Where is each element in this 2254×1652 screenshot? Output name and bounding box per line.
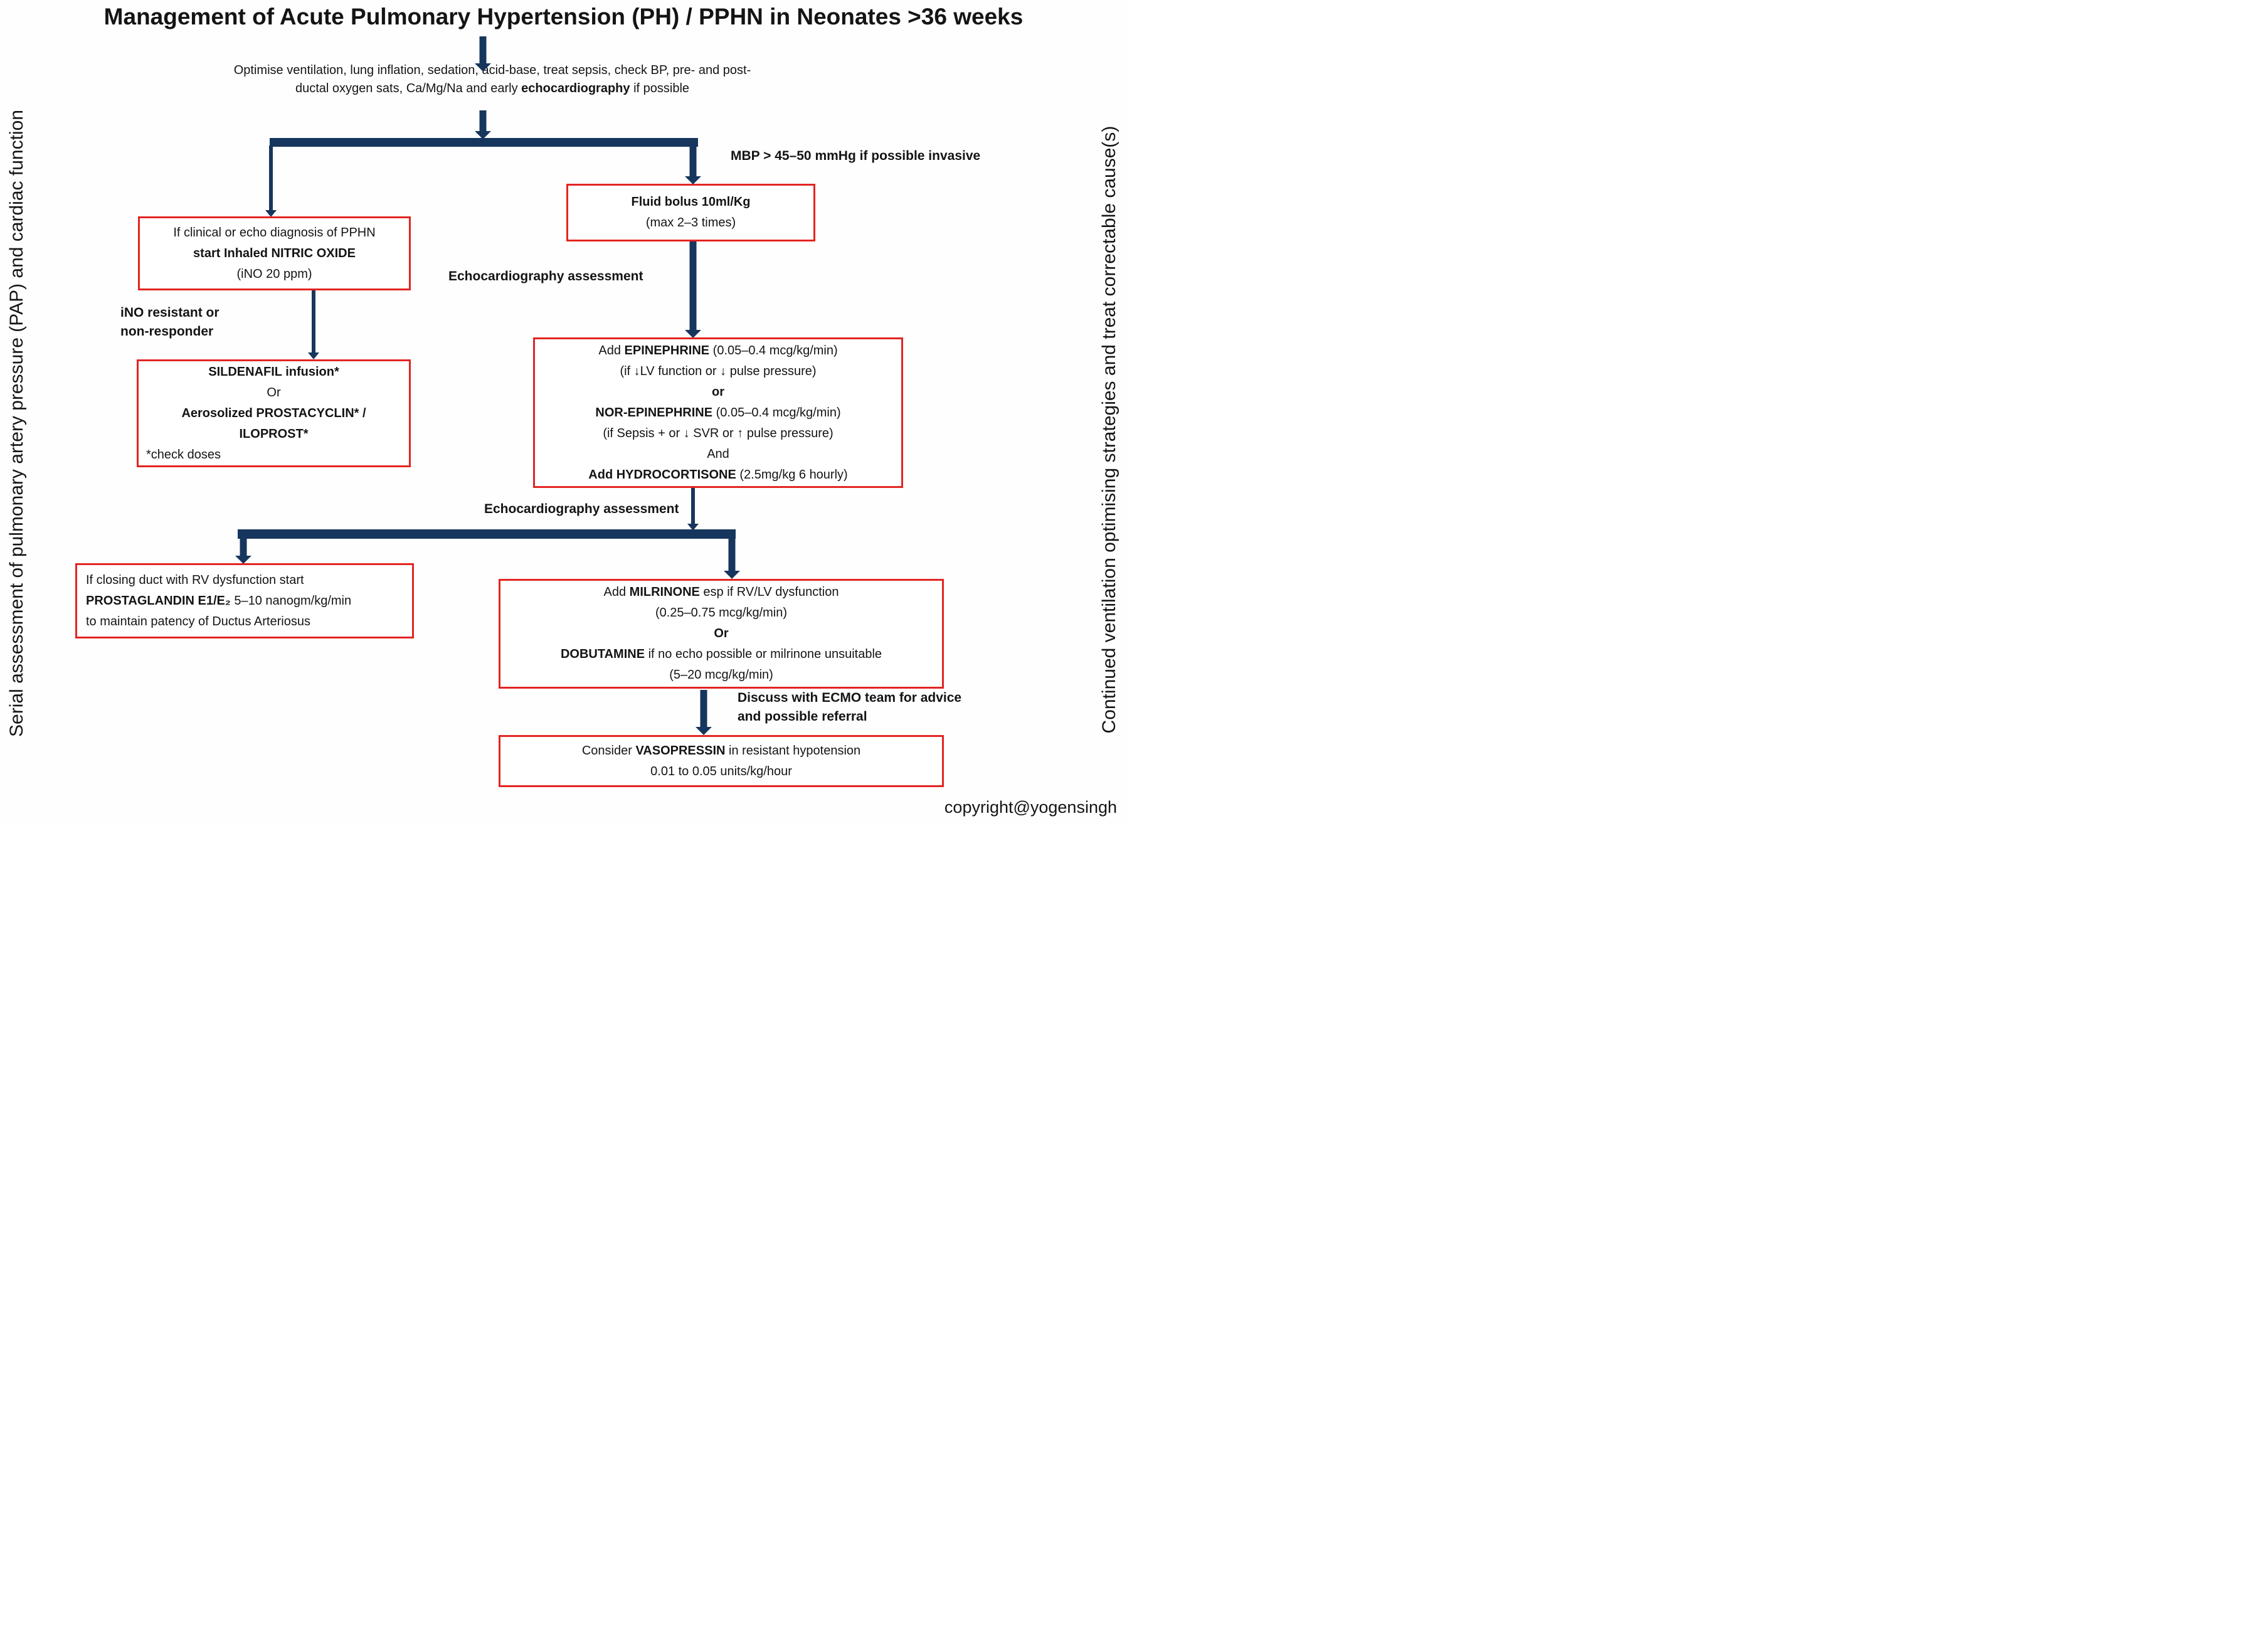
arrow-fluid-bolus-to-epinephrine-box <box>685 241 701 338</box>
ino-resistant-line-2: non-responder <box>120 324 214 339</box>
text-line: Add HYDROCORTISONE (2.5mg/kg 6 hourly) <box>588 467 848 482</box>
text-line: (max 2–3 times) <box>645 216 736 230</box>
ecmo-line-2: and possible referral <box>738 709 867 724</box>
text-line: Fluid bolus 10ml/Kg <box>631 195 751 209</box>
page-title: Management of Acute Pulmonary Hypertensi… <box>103 4 1024 29</box>
text-line: NOR-EPINEPHRINE (0.05–0.4 mcg/kg/min) <box>595 405 841 420</box>
text-line: to maintain patency of Ductus Arteriosus <box>86 614 310 628</box>
echo-assessment-label-1: Echocardiography assessment <box>448 269 643 283</box>
prostaglandin-box: If closing duct with RV dysfunction star… <box>75 563 414 638</box>
milrinone-dobutamine-box: Add MILRINONE esp if RV/LV dysfunction (0… <box>499 579 944 689</box>
text-line: 0.01 to 0.05 units/kg/hour <box>650 764 792 778</box>
arrow-branch-to-fluid-bolus-box <box>685 146 701 184</box>
text-line: (if Sepsis + or ↓ SVR or ↑ pulse pressur… <box>603 426 833 440</box>
ecmo-line-1: Discuss with ECMO team for advice <box>738 691 962 705</box>
arrow-branch-to-prostaglandin-box <box>235 537 251 564</box>
text-line: (iNO 20 ppm) <box>236 267 312 281</box>
text-line: Or <box>714 627 729 640</box>
text-line: If clinical or echo diagnosis of PPHN <box>173 225 376 240</box>
text-line: Consider VASOPRESSIN in resistant hypote… <box>581 743 861 758</box>
arrow-note-to-branch-bar <box>475 110 491 139</box>
text-line: PROSTAGLANDIN E1/E₂ 5–10 nanogm/kg/min <box>86 593 352 608</box>
text-line: Or <box>267 385 281 400</box>
ino-resistant-label: iNO resistant or non-responder <box>120 304 220 341</box>
text-line: start Inhaled NITRIC OXIDE <box>193 246 356 260</box>
text-line: or <box>712 384 724 399</box>
text-line: ILOPROST* <box>239 426 309 441</box>
copyright-label: copyright@yogensingh <box>944 798 1117 817</box>
text-line: DOBUTAMINE if no echo possible or milrin… <box>560 647 882 661</box>
branch-bar-2 <box>238 529 736 539</box>
arrow-branch-to-milrinone-box <box>724 537 740 579</box>
echo-assessment-label-2: Echocardiography assessment <box>484 502 679 516</box>
mbp-target-label: MBP > 45–50 mmHg if possible invasive <box>731 149 981 163</box>
text-line: Add EPINEPHRINE (0.05–0.4 mcg/kg/min) <box>598 343 838 357</box>
right-side-label: Continued ventilation optimising strateg… <box>1099 125 1119 734</box>
text-line: (if ↓LV function or ↓ pulse pressure) <box>620 364 817 378</box>
ecmo-referral-label: Discuss with ECMO team for advice and po… <box>738 689 961 726</box>
text-line: Optimise ventilation, lung inflation, se… <box>233 63 751 77</box>
arrow-branch-to-pphn-box <box>265 146 277 217</box>
text-line: ductal oxygen sats, Ca/Mg/Na and early e… <box>295 82 690 95</box>
text-line: If closing duct with RV dysfunction star… <box>86 573 304 587</box>
fluid-bolus-box: Fluid bolus 10ml/Kg (max 2–3 times) <box>566 184 815 241</box>
text-line: Aerosolized PROSTACYCLIN* / <box>181 406 366 420</box>
text-line: (5–20 mcg/kg/min) <box>669 668 773 682</box>
text-line: *check doses <box>146 447 221 462</box>
text-line: And <box>707 447 729 461</box>
left-side-label: Serial assessment of pulmonary artery pr… <box>6 110 27 737</box>
text-line: Add MILRINONE esp if RV/LV dysfunction <box>603 585 839 599</box>
arrow-epinephrine-to-branch-bar <box>687 488 699 531</box>
text-line: SILDENAFIL infusion* <box>208 364 339 379</box>
inhaled-nitric-oxide-box: If clinical or echo diagnosis of PPHN sta… <box>138 216 411 290</box>
vasopressin-box: Consider VASOPRESSIN in resistant hypote… <box>499 735 944 787</box>
arrow-milrinone-to-vasopressin-box <box>696 690 712 735</box>
arrow-pphn-to-sildenafil-box <box>308 290 319 359</box>
text-line: (0.25–0.75 mcg/kg/min) <box>655 606 788 620</box>
flowchart: Management of Acute Pulmonary Hypertensi… <box>0 0 1127 826</box>
ino-resistant-line-1: iNO resistant or <box>120 305 220 320</box>
top-instruction-note: Optimise ventilation, lung inflation, se… <box>213 61 771 98</box>
epinephrine-norepinephrine-box: Add EPINEPHRINE (0.05–0.4 mcg/kg/min) (if… <box>533 337 903 488</box>
branch-bar-1 <box>270 138 698 147</box>
arrow-title-to-note <box>475 36 491 71</box>
